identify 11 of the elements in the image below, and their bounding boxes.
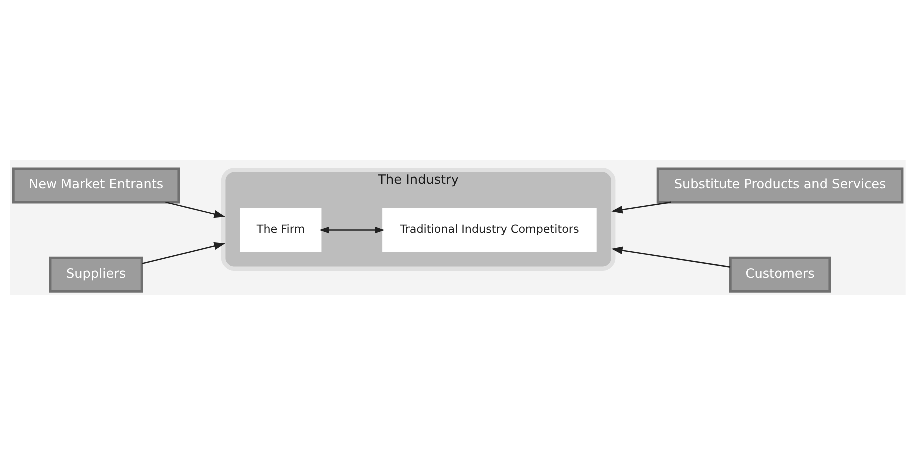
- node-box: Customers: [729, 256, 832, 293]
- arrow: [166, 202, 226, 218]
- node-box: New Market Entrants: [12, 168, 180, 204]
- arrow: [612, 246, 731, 268]
- arrow: [320, 226, 385, 234]
- arrow: [612, 202, 672, 214]
- node-box: Substitute Products and Services: [656, 168, 904, 204]
- node-box: The Firm: [240, 208, 322, 252]
- arrow: [142, 242, 226, 265]
- node-box: Suppliers: [49, 256, 144, 293]
- node-box: Traditional Industry Competitors: [382, 208, 597, 252]
